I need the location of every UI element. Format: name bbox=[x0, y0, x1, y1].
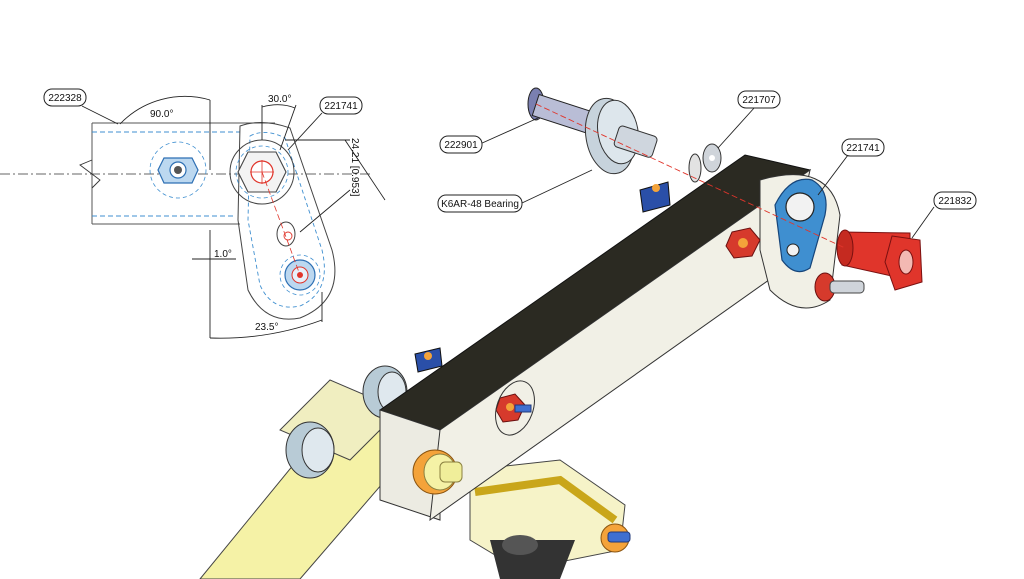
bearing bbox=[584, 97, 658, 175]
callout-washer bbox=[737, 90, 781, 109]
dim-offset: 1.0° bbox=[214, 249, 232, 260]
arm-outline bbox=[92, 122, 275, 225]
break-line bbox=[79, 159, 101, 189]
callout-pin-label: 222901 bbox=[444, 140, 478, 151]
blue-bracket-2 bbox=[639, 181, 671, 213]
red-stud bbox=[814, 272, 865, 302]
callout-left-plate bbox=[319, 96, 363, 115]
dim-angle-small: 30.0° bbox=[268, 94, 291, 105]
red-nut-1 bbox=[725, 227, 761, 259]
callout-plate bbox=[841, 138, 885, 157]
left-nut bbox=[149, 141, 207, 199]
dim-angle-top-arc bbox=[119, 96, 211, 125]
callout-spacer-label: 221832 bbox=[938, 196, 972, 207]
callout-left-plate-label: 221741 bbox=[324, 101, 358, 112]
spacer bbox=[836, 229, 923, 291]
technical-view: 90.0° 30.0° 24.21 [0.953] 1.0° 23.5° 222… bbox=[0, 88, 386, 339]
callout-left-arm bbox=[43, 88, 87, 107]
dim-length-vertical: 24.21 [0.953] bbox=[349, 138, 360, 197]
blue-plate bbox=[774, 178, 827, 273]
middle-hole bbox=[276, 221, 296, 247]
callout-washer-label: 221707 bbox=[742, 95, 776, 106]
yellow-bolt bbox=[412, 449, 463, 495]
callout-pin bbox=[439, 135, 483, 154]
isometric-view: 222901 K6AR-48 Bearing 221707 221741 221… bbox=[199, 87, 977, 579]
dim-angle-bottom: 23.5° bbox=[255, 322, 278, 333]
lower-bracket bbox=[469, 459, 631, 579]
callout-left-arm-label: 222328 bbox=[48, 93, 82, 104]
washer bbox=[688, 143, 722, 183]
plate-outline bbox=[237, 122, 336, 320]
callout-bearing bbox=[437, 194, 523, 213]
callout-bearing-label: K6AR-48 Bearing bbox=[441, 199, 519, 210]
callout-plate-label: 221741 bbox=[846, 143, 880, 154]
callout-spacer bbox=[933, 191, 977, 210]
dim-angle-top: 90.0° bbox=[150, 109, 173, 120]
blue-bracket-1 bbox=[414, 347, 443, 373]
